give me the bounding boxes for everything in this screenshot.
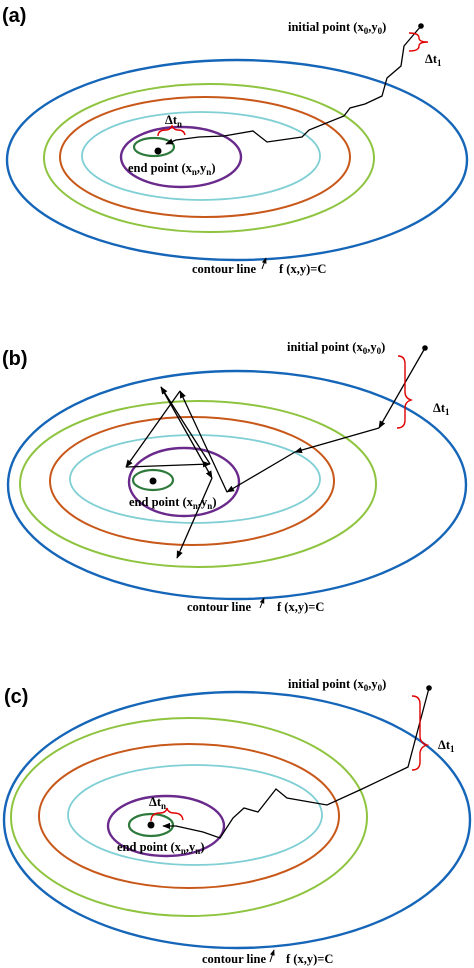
dtn-brace	[157, 124, 186, 137]
contour-outer	[6, 369, 468, 601]
dt1-label: Δt1	[425, 52, 442, 68]
contour-pointer	[269, 949, 275, 963]
panel-a-label: (a)	[2, 5, 26, 27]
dt1-brace	[396, 355, 414, 429]
panel-a-contours	[5, 58, 469, 262]
initial-point-label: initial point (x0,y0)	[288, 20, 386, 36]
contour-inner	[132, 136, 176, 158]
contour-5	[127, 446, 241, 518]
dtn-label: Δtn	[165, 113, 182, 129]
end-point-dot	[149, 477, 157, 485]
function-label: f (x,y)=C	[286, 952, 333, 966]
contour-2	[10, 717, 368, 917]
dt1-brace	[411, 695, 430, 771]
panel-b: (b) initial point (x0,y0)	[2, 340, 468, 614]
panel-c-contours	[2, 690, 472, 950]
end-point-label: end point (xn,yn)	[129, 495, 216, 511]
initial-point-label: initial point (x0,y0)	[287, 340, 385, 356]
initial-point-dot	[426, 685, 432, 691]
panel-b-trajectory	[125, 345, 428, 559]
panel-c-label: (c)	[4, 686, 28, 708]
contour-pointer	[259, 597, 265, 609]
contour-pointer	[261, 257, 267, 270]
panel-a-trajectory	[154, 23, 424, 155]
panel-b-contours	[6, 369, 468, 601]
contour-5	[106, 794, 226, 858]
dt1-brace	[408, 32, 429, 52]
dt1-label: Δt1	[433, 401, 450, 417]
end-point-dot	[147, 821, 155, 829]
contour-line-label: contour line	[202, 952, 266, 966]
dtn-label: Δtn	[149, 795, 166, 811]
contour-inner	[127, 812, 175, 838]
function-label: f (x,y)=C	[277, 600, 324, 614]
function-label: f (x,y)=C	[279, 262, 326, 276]
contour-2	[43, 83, 375, 233]
contour-4	[69, 434, 321, 524]
contour-4	[67, 764, 323, 866]
contour-3	[59, 96, 351, 218]
initial-point-dot	[422, 345, 428, 351]
dtn-brace	[150, 807, 184, 822]
contour-3	[38, 743, 340, 889]
contour-line-label: contour line	[187, 600, 251, 614]
contour-line-label: contour line	[192, 262, 256, 276]
contour-4	[81, 111, 321, 201]
panel-c-trajectory	[147, 685, 432, 839]
contour-5	[119, 125, 243, 189]
contour-outer	[2, 690, 472, 950]
panel-b-label: (b)	[2, 348, 28, 370]
dt1-label: Δt1	[438, 738, 455, 754]
contour-2	[19, 400, 377, 568]
panel-c: (c) initial point (x0,y0) Δt1 Δtn end po…	[2, 677, 472, 966]
end-point-label: end point (xn,yn)	[117, 840, 204, 856]
initial-point-dot	[418, 23, 424, 29]
contour-inner	[131, 468, 175, 492]
initial-point-label: initial point (x0,y0)	[288, 677, 386, 693]
end-point-dot	[154, 147, 162, 155]
end-point-label: end point (xn,yn)	[128, 161, 215, 177]
contour-outer	[5, 58, 469, 262]
panel-a: (a) initial point (x0,y0) Δt1 Δtn end po…	[2, 5, 469, 276]
